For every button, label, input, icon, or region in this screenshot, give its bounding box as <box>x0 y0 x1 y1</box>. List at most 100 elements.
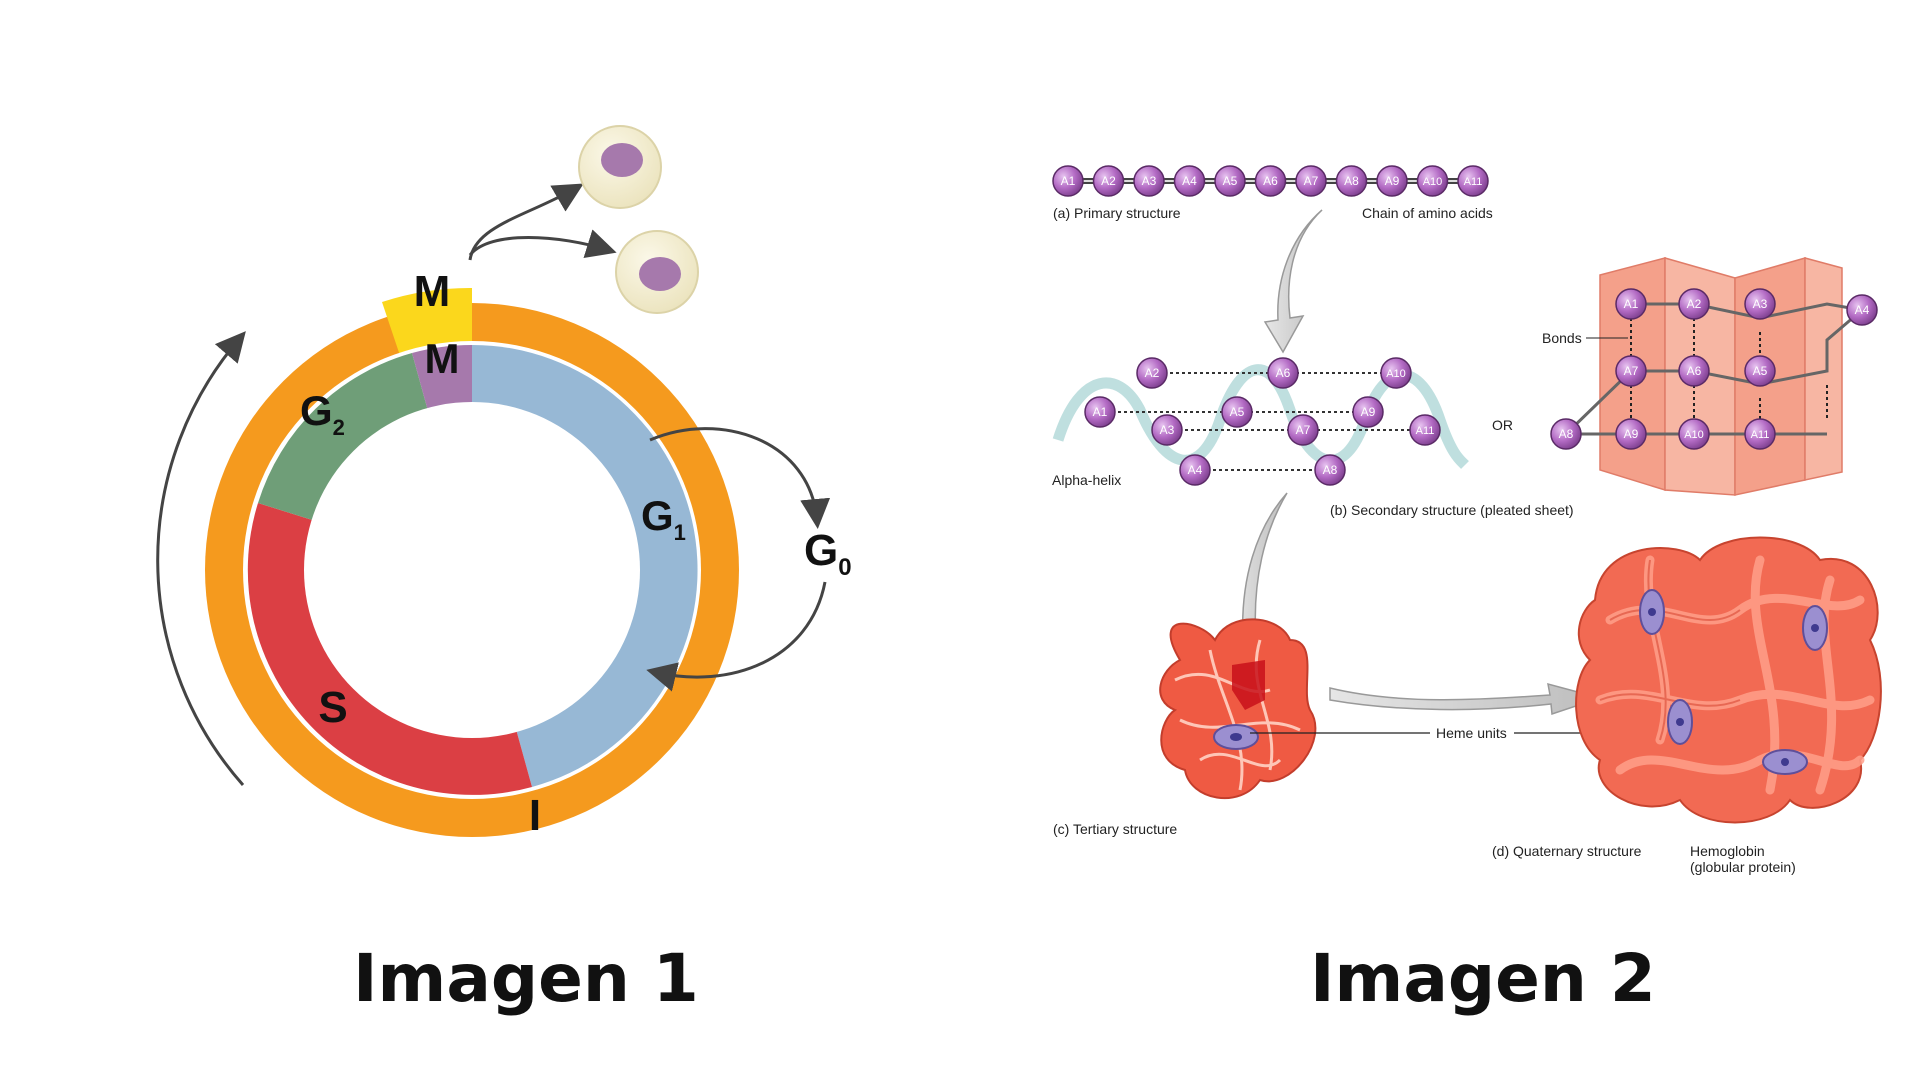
hemoglobin-sub-label: (globular protein) <box>1690 859 1796 875</box>
svg-text:A10: A10 <box>1423 176 1443 188</box>
helix-residue-a5: A5 <box>1221 396 1253 428</box>
sheet-residue-a5: A5 <box>1744 355 1776 387</box>
svg-text:A5: A5 <box>1753 364 1768 378</box>
g2-label: G2 <box>300 387 345 440</box>
s-label: S <box>318 683 347 732</box>
primary-residue-a3: A3 <box>1133 165 1165 197</box>
division-arrow-upper <box>468 183 584 261</box>
image-1-caption: Imagen 1 <box>353 940 699 1017</box>
primary-residue-a8: A8 <box>1335 165 1368 197</box>
alpha-helix-label: Alpha-helix <box>1052 472 1121 488</box>
secondary-structure-label: (b) Secondary structure (pleated sheet) <box>1330 502 1574 518</box>
svg-text:A3: A3 <box>1753 297 1768 311</box>
mitosis-inner-label: M <box>425 335 460 382</box>
svg-text:A5: A5 <box>1223 174 1238 188</box>
svg-text:A6: A6 <box>1276 366 1291 380</box>
heme-units-label: Heme units <box>1436 725 1507 741</box>
helix-residue-a1: A1 <box>1084 396 1116 428</box>
svg-text:A3: A3 <box>1142 174 1157 188</box>
helix-residue-a10: A10 <box>1380 357 1412 389</box>
sheet-residue-a3: A3 <box>1744 288 1776 320</box>
sheet-residue-a8: A8 <box>1550 418 1582 450</box>
sheet-residue-a10: A10 <box>1678 418 1710 450</box>
svg-text:A8: A8 <box>1323 463 1338 477</box>
daughter-cell-upper <box>578 125 662 209</box>
primary-chain: A1 A2 A3 A4 A5 A6 A7 A8 A9 A10 A11 <box>1052 165 1489 197</box>
or-label: OR <box>1492 417 1513 433</box>
svg-text:A8: A8 <box>1559 427 1574 441</box>
svg-text:A7: A7 <box>1304 174 1319 188</box>
svg-text:A6: A6 <box>1263 174 1278 188</box>
svg-text:A7: A7 <box>1624 364 1639 378</box>
sheet-residue-a7: A7 <box>1615 355 1647 387</box>
image-2-caption: Imagen 2 <box>1310 940 1656 1017</box>
sheet-residue-a4: A4 <box>1846 294 1878 326</box>
svg-text:A4: A4 <box>1188 463 1203 477</box>
alpha-helix-ribbon <box>1052 364 1469 469</box>
cell-cycle-diagram: M M G2 S G1 I G0 <box>156 125 852 840</box>
svg-text:A1: A1 <box>1061 174 1076 188</box>
svg-text:A11: A11 <box>1464 176 1483 188</box>
sheet-residue-a2: A2 <box>1678 288 1710 320</box>
helix-residue-a11: A11 <box>1409 414 1441 446</box>
primary-residue-a2: A2 <box>1092 165 1125 197</box>
g1-to-g0-arrow <box>649 427 831 529</box>
primary-residue-a7: A7 <box>1295 165 1327 197</box>
g0-to-g1-arrow <box>646 581 827 692</box>
g0-label: G0 <box>804 526 852 581</box>
cycle-direction-arrow <box>156 331 246 786</box>
sheet-residue-a11: A11 <box>1744 418 1776 450</box>
primary-residue-a11: A11 <box>1457 165 1489 197</box>
svg-text:A2: A2 <box>1101 174 1116 188</box>
svg-text:A5: A5 <box>1230 405 1245 419</box>
chain-label: Chain of amino acids <box>1362 205 1493 221</box>
daughter-cell-lower <box>615 230 699 314</box>
svg-text:A2: A2 <box>1687 297 1702 311</box>
helix-residue-a8: A8 <box>1314 454 1346 486</box>
division-arrow-lower <box>468 229 617 259</box>
primary-residue-a9: A9 <box>1376 165 1408 197</box>
g1-label: G1 <box>641 492 686 545</box>
quaternary-structure-label: (d) Quaternary structure <box>1492 843 1642 859</box>
svg-text:A7: A7 <box>1296 423 1311 437</box>
primary-to-secondary-arrow <box>1263 209 1323 354</box>
svg-text:A4: A4 <box>1182 174 1197 188</box>
primary-residue-a4: A4 <box>1173 165 1206 197</box>
pleated-sheet <box>1564 257 1863 496</box>
bonds-label: Bonds <box>1542 330 1582 346</box>
tertiary-to-quaternary-arrow <box>1329 682 1603 716</box>
svg-text:A1: A1 <box>1093 405 1108 419</box>
primary-residue-a10: A10 <box>1416 165 1449 197</box>
tertiary-structure <box>1159 618 1317 799</box>
sheet-residue-a6: A6 <box>1678 355 1710 387</box>
svg-text:A1: A1 <box>1624 297 1639 311</box>
svg-text:A10: A10 <box>1386 368 1406 380</box>
primary-residue-a1: A1 <box>1052 165 1084 197</box>
helix-residue-a6: A6 <box>1267 357 1299 389</box>
svg-text:A11: A11 <box>1416 425 1435 437</box>
svg-text:A9: A9 <box>1361 405 1376 419</box>
mitosis-outer-label: M <box>414 267 451 316</box>
svg-text:A9: A9 <box>1385 174 1400 188</box>
svg-text:A8: A8 <box>1344 174 1359 188</box>
helix-residue-a9: A9 <box>1352 396 1384 428</box>
helix-residue-a4: A4 <box>1179 454 1211 486</box>
sheet-residue-a9: A9 <box>1615 418 1647 450</box>
svg-text:A6: A6 <box>1687 364 1702 378</box>
helix-residue-a7: A7 <box>1287 414 1319 446</box>
svg-text:A11: A11 <box>1751 429 1770 441</box>
helix-residue-a3: A3 <box>1151 414 1183 446</box>
tertiary-structure-label: (c) Tertiary structure <box>1053 821 1177 837</box>
primary-structure-label: (a) Primary structure <box>1053 205 1181 221</box>
svg-text:A4: A4 <box>1855 303 1870 317</box>
quaternary-structure <box>1575 536 1882 824</box>
svg-text:A3: A3 <box>1160 423 1175 437</box>
svg-text:A2: A2 <box>1145 366 1160 380</box>
sheet-residue-a1: A1 <box>1615 288 1647 320</box>
primary-residue-a5: A5 <box>1214 165 1246 197</box>
svg-text:A9: A9 <box>1624 427 1639 441</box>
